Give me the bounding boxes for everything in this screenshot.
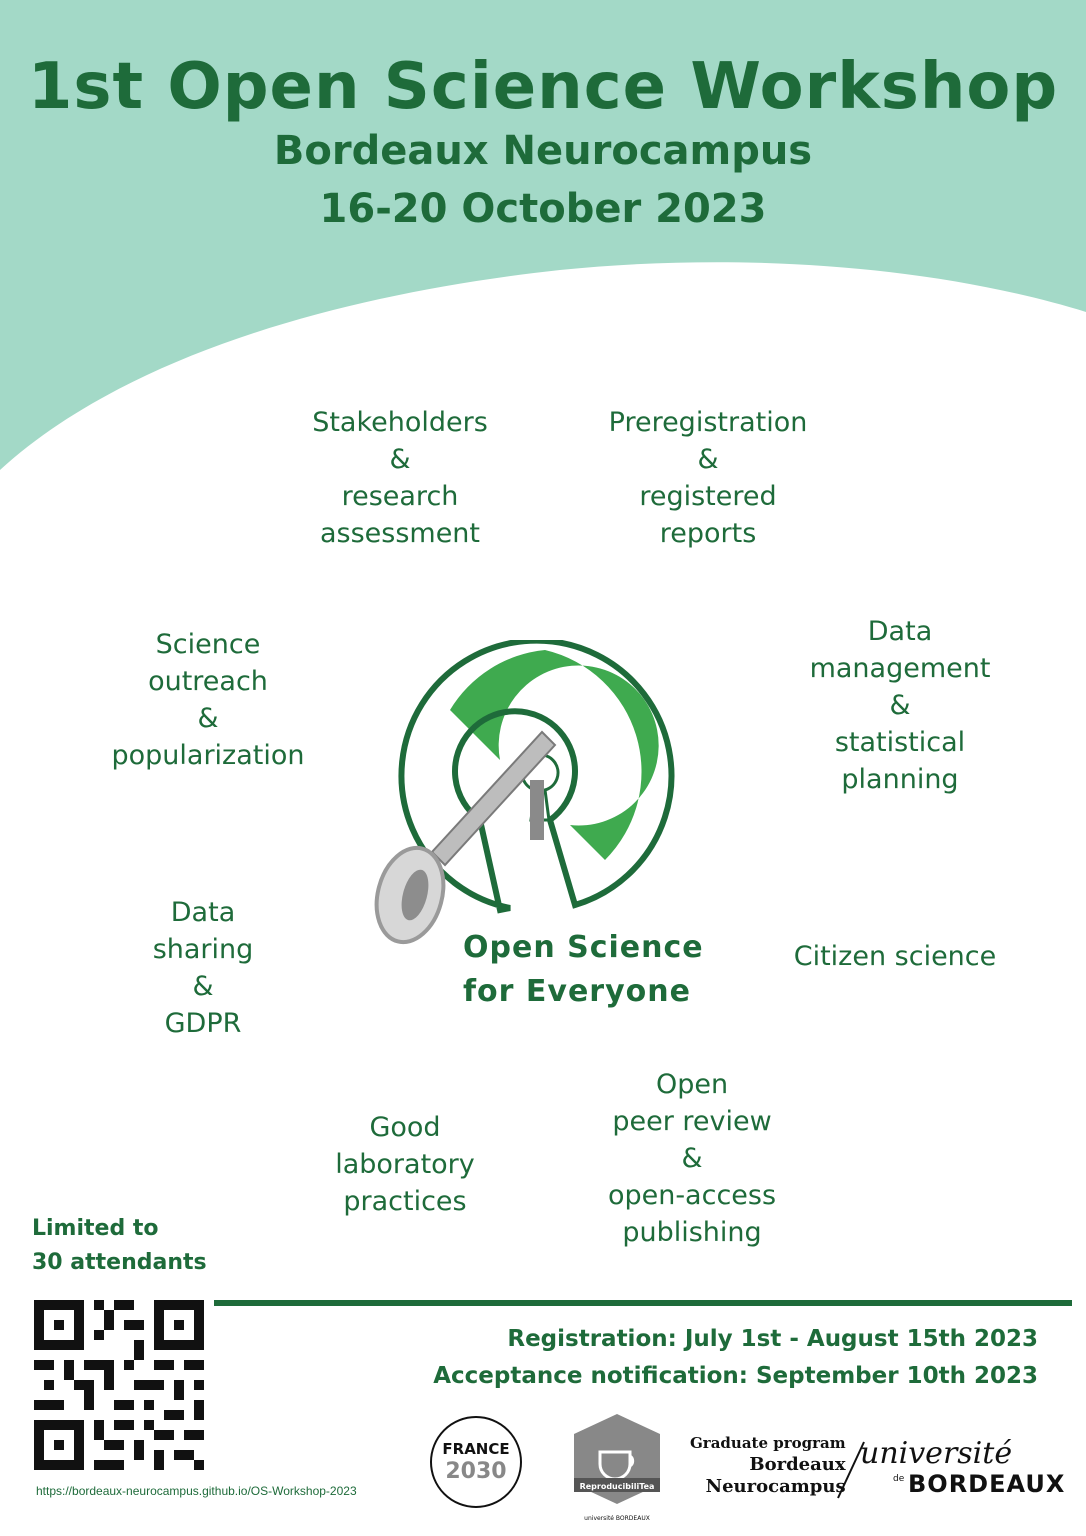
svg-text:université BORDEAUX: université BORDEAUX — [584, 1515, 650, 1522]
topic-data-sharing: Data sharing & GDPR — [152, 897, 254, 1039]
svg-text:2030: 2030 — [445, 1459, 506, 1484]
event-dates: 16-20 October 2023 — [319, 186, 767, 232]
topic-data-management: Data management & statistical planning — [809, 616, 991, 795]
topic-open-peer-review: Open peer review & open-access publishin… — [607, 1069, 777, 1248]
open-science-key-logo — [374, 640, 675, 945]
qr-code[interactable] — [34, 1300, 204, 1470]
reproducibilitea-logo: ReproducibiliTea université BORDEAUX — [574, 1414, 660, 1522]
attendance-limit: Limited to 30 attendants — [32, 1216, 207, 1275]
university-logo-name: université — [860, 1436, 1013, 1471]
registration-period: Registration: July 1st - August 15th 202… — [507, 1326, 1038, 1352]
workshop-url[interactable]: https://bordeaux-neurocampus.github.io/O… — [36, 1484, 357, 1498]
logo-tagline: Open Science for Everyone — [463, 930, 704, 1009]
france-2030-logo: FRANCE 2030 — [430, 1416, 522, 1508]
graduate-program-logo: Graduate program Bordeaux Neurocampus — [690, 1434, 846, 1497]
topic-citizen-science: Citizen science — [793, 941, 997, 972]
divider-slash — [837, 1441, 865, 1499]
venue-subtitle: Bordeaux Neurocampus — [273, 128, 813, 174]
acceptance-date: Acceptance notification: September 10th … — [433, 1363, 1038, 1389]
svg-text:ReproducibiliTea: ReproducibiliTea — [580, 1482, 655, 1491]
svg-text:FRANCE: FRANCE — [442, 1440, 509, 1458]
university-logo-de: de — [893, 1474, 905, 1484]
topic-preregistration: Preregistration & registered reports — [608, 407, 808, 549]
topic-stakeholders: Stakeholders & research assessment — [312, 407, 488, 549]
university-logo-bordeaux: BORDEAUX — [908, 1470, 1066, 1498]
topic-lab-practices: Good laboratory practices — [335, 1112, 475, 1217]
footer-divider — [214, 1300, 1072, 1306]
topic-science-outreach: Science outreach & popularization — [111, 629, 305, 771]
page-title: 1st Open Science Workshop — [27, 50, 1059, 124]
